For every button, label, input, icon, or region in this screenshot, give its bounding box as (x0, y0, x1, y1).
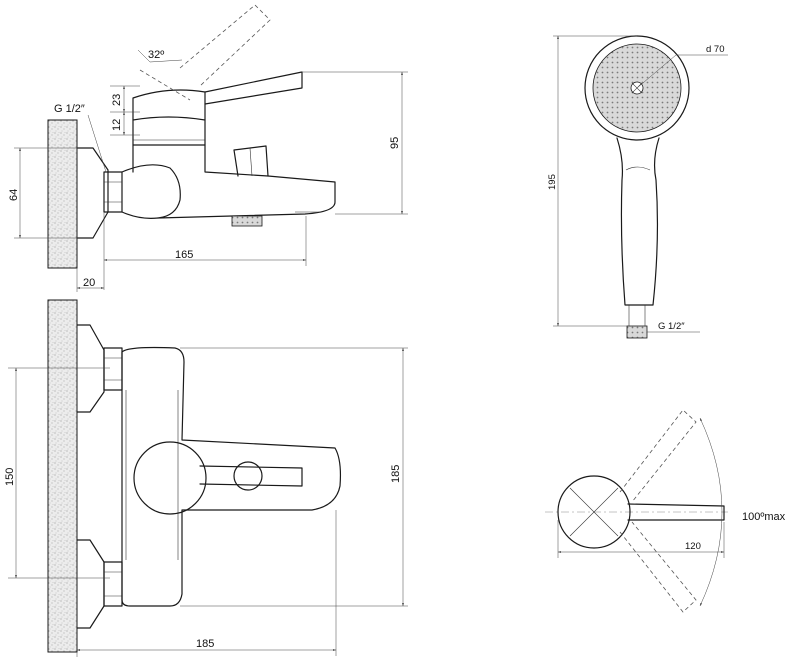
lever-rotated-dashed (179, 4, 271, 87)
dim-20-label: 20 (83, 277, 95, 289)
dim-185-horizontal-label: 185 (196, 638, 214, 650)
angle-32-label: 32º (148, 49, 164, 61)
escutcheon-top-upper (76, 324, 105, 413)
dim-23-label: 23 (111, 94, 123, 106)
mixer-body-side (121, 144, 336, 219)
mixer-body-top (121, 346, 342, 607)
angle-100-label: 100ºmax (742, 511, 786, 523)
dim-12-label: 12 (111, 119, 123, 131)
dim-64-label: 64 (8, 189, 20, 201)
rotation-lever-dashed-down (619, 521, 697, 613)
lever-cap-side (132, 89, 206, 121)
rotation-lever (627, 503, 725, 521)
side-view: 32º 23 12 95 G 1/2″ 64 165 20 (8, 4, 408, 292)
escutcheon-side (76, 147, 109, 239)
top-view: 150 185 185 (4, 299, 408, 657)
rotation-cartridge (557, 475, 631, 549)
dim-120-label: 120 (685, 541, 701, 552)
dim-d70-label: d 70 (706, 44, 725, 55)
nut-top-lower (103, 561, 123, 607)
rotation-arc (699, 417, 723, 607)
cartridge-side (132, 116, 206, 146)
connector-nut-side (103, 171, 123, 213)
lever-side (204, 71, 303, 105)
dim-165-label: 165 (175, 249, 193, 261)
nut-top-upper (103, 347, 123, 391)
rotation-view: 100ºmax 120 (545, 409, 786, 613)
dim-150-label: 150 (4, 468, 16, 486)
shower-handle (616, 137, 660, 306)
cartridge-top (133, 441, 207, 515)
spout-thread-side (231, 215, 263, 227)
thread-shower-label: G 1/2″ (658, 321, 685, 332)
rotation-lever-dashed-up (619, 409, 697, 503)
wall-top (47, 299, 78, 653)
dim-95-label: 95 (389, 137, 401, 149)
dim-195-label: 195 (547, 174, 558, 190)
thread-top-label: G 1/2″ (54, 103, 85, 115)
escutcheon-top-lower (76, 539, 105, 629)
hand-shower-view: d 70 195 G 1/2″ (547, 35, 728, 339)
diverter-top (233, 461, 263, 491)
wall-side (47, 119, 78, 269)
shower-thread (626, 325, 648, 339)
lever-top (199, 465, 303, 487)
dim-185-vertical-label: 185 (390, 465, 402, 483)
